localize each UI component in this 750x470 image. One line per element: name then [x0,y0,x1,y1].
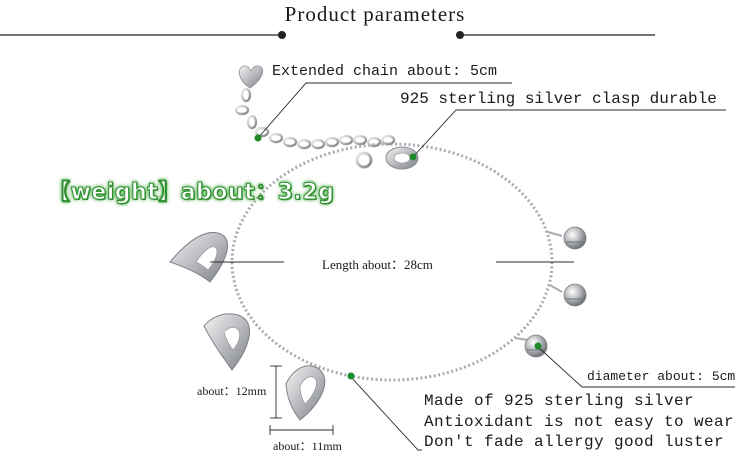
diameter-label: diameter about: 5cm [587,369,736,384]
accent-dots [254,134,542,380]
callout-leaders [210,82,735,451]
extension-chain [234,87,396,150]
heart-tag-icon [238,65,264,89]
page-title: Product parameters [284,2,466,26]
bell-charm [547,226,587,250]
charm-width-label: about：11mm [273,439,342,453]
bell-charm [514,334,548,358]
feature-line: Don't fade allergy good luster [424,433,725,451]
feature-line: Made of 925 sterling silver [424,392,695,410]
length-label: Length about：28cm [322,257,433,272]
feature-line: Antioxidant is not easy to wear [424,413,735,431]
heart-charm-icon [285,365,326,421]
clasp-label: 925 sterling silver clasp durable [400,90,717,108]
heart-charm-icon [169,231,228,283]
heart-charm-icon [203,313,250,371]
extended-chain-label: Extended chain about: 5cm [272,63,498,80]
lobster-clasp-icon [355,146,419,170]
weight-label: 【weight】about：3.2g [47,180,335,206]
header-divider [0,31,655,39]
bell-charm [549,283,587,307]
charm-height-label: about：12mm [197,384,267,398]
